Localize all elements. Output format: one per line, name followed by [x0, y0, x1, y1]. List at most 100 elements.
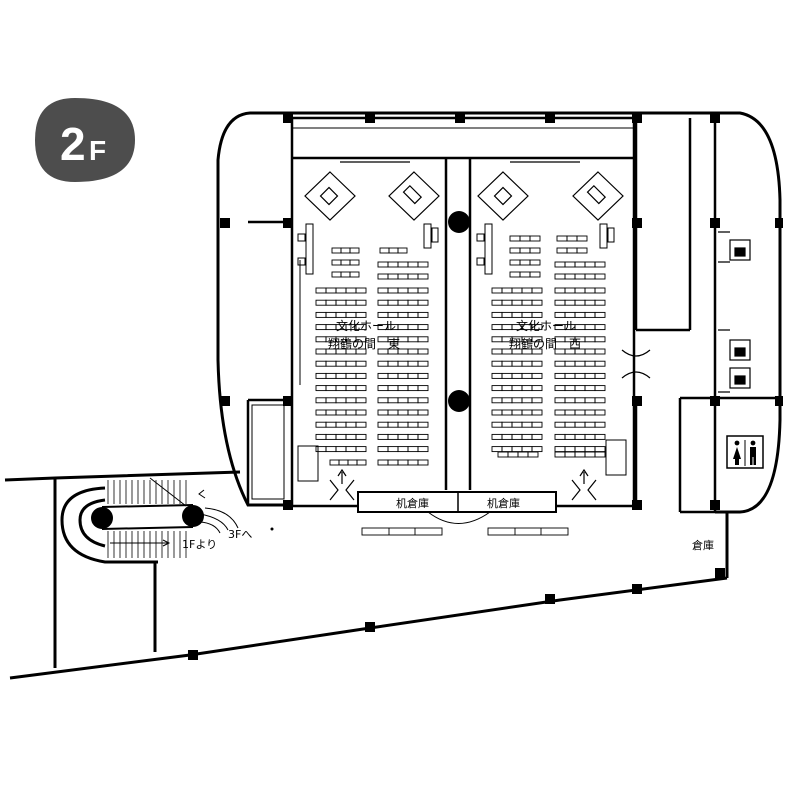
seat-row: [554, 273, 606, 280]
seat-row: [377, 433, 429, 440]
floor-badge-number: 2: [60, 118, 86, 170]
seat-row: [315, 336, 367, 343]
hall-east-subname: 翔鶴の間 東: [328, 336, 400, 351]
seat-row: [315, 409, 367, 416]
elevator-icon: [729, 339, 751, 361]
seat-row: [554, 397, 606, 404]
seat-row: [491, 360, 543, 367]
seat-row: [329, 459, 367, 466]
seat-row: [491, 385, 543, 392]
seat-row: [509, 259, 541, 266]
seat-row: [377, 273, 429, 280]
seat-row: [377, 299, 429, 306]
seat-row: [377, 409, 429, 416]
seat-row: [315, 287, 367, 294]
seat-row: [377, 421, 429, 428]
seat-row: [554, 360, 606, 367]
storage-label: 倉庫: [692, 538, 714, 552]
seat-row: [377, 459, 429, 466]
seat-row: [554, 409, 606, 416]
seat-row: [377, 311, 429, 318]
staircase: [101, 477, 239, 558]
seat-row: [315, 385, 367, 392]
seat-row: [315, 360, 367, 367]
seat-row: [377, 372, 429, 379]
seat-row: [554, 311, 606, 318]
seat-row: [554, 324, 606, 331]
seat-row: [554, 299, 606, 306]
seat-row: [377, 385, 429, 392]
seat-row: [331, 259, 360, 266]
seat-row: [554, 451, 606, 458]
desk-storage-right-label: 机倉庫: [487, 496, 520, 510]
seat-row: [315, 446, 367, 453]
seat-row: [491, 397, 543, 404]
seat-row: [315, 348, 367, 355]
seat-row: [556, 235, 588, 242]
hall-west-label: 文化ホール 翔鶴の間 西: [509, 318, 581, 351]
seat-row: [315, 421, 367, 428]
seat-row: [315, 397, 367, 404]
column-icon: [182, 505, 204, 527]
side-furniture: [251, 223, 627, 500]
elevator-icon: [729, 239, 751, 261]
column-icon: [448, 390, 470, 412]
seat-row: [491, 421, 543, 428]
marker-dot: [270, 527, 274, 531]
seat-row: [554, 421, 606, 428]
seat-row: [491, 409, 543, 416]
building-walls: [4, 111, 782, 680]
column-icon: [448, 211, 470, 233]
seat-row: [509, 247, 541, 254]
wall-columns: [188, 113, 783, 660]
seat-row: [377, 287, 429, 294]
seat-row: [315, 324, 367, 331]
seat-row: [554, 433, 606, 440]
hall-west-name: 文化ホール: [516, 318, 576, 333]
seat-row: [377, 324, 429, 331]
seat-row: [509, 235, 541, 242]
seat-row: [377, 446, 429, 453]
hall-walls: [246, 116, 780, 514]
seat-row: [556, 247, 588, 254]
seat-row: [331, 247, 360, 254]
column-icon: [91, 507, 113, 529]
seat-row: [497, 451, 539, 458]
seat-row: [491, 348, 543, 355]
seating-blocks: [315, 235, 606, 466]
stair-from-1f-label: 1Fより: [182, 538, 217, 551]
seat-row: [377, 397, 429, 404]
hall-west-subname: 翔鶴の間 西: [509, 336, 581, 351]
seat-row: [491, 446, 543, 453]
floor-badge: 2 F: [35, 98, 135, 182]
seat-row: [554, 372, 606, 379]
seat-row: [491, 372, 543, 379]
seat-row: [315, 433, 367, 440]
seat-row: [491, 324, 543, 331]
seat-row: [491, 433, 543, 440]
seat-row: [377, 336, 429, 343]
seat-row: [315, 311, 367, 318]
seat-row: [377, 261, 429, 268]
floor-badge-suffix: F: [89, 135, 106, 166]
hall-east-label: 文化ホール 翔鶴の間 東: [328, 318, 400, 351]
stair-to-3f-label: 3Fへ: [228, 528, 252, 541]
seat-row: [491, 287, 543, 294]
seat-row: [509, 271, 541, 278]
seat-row: [315, 372, 367, 379]
seat-row: [554, 385, 606, 392]
floor-badge-shape: [35, 98, 135, 182]
seat-row: [491, 299, 543, 306]
hall-east-name: 文化ホール: [336, 318, 396, 333]
seat-row: [554, 348, 606, 355]
seat-row: [491, 336, 543, 343]
seat-row: [377, 348, 429, 355]
seat-row: [554, 287, 606, 294]
seat-row: [554, 446, 606, 453]
seat-row: [554, 261, 606, 268]
desk-storage-strip: 机倉庫 机倉庫: [357, 491, 569, 536]
stage-platforms: [304, 161, 624, 221]
seat-row: [315, 299, 367, 306]
elevator-group: [718, 231, 751, 393]
